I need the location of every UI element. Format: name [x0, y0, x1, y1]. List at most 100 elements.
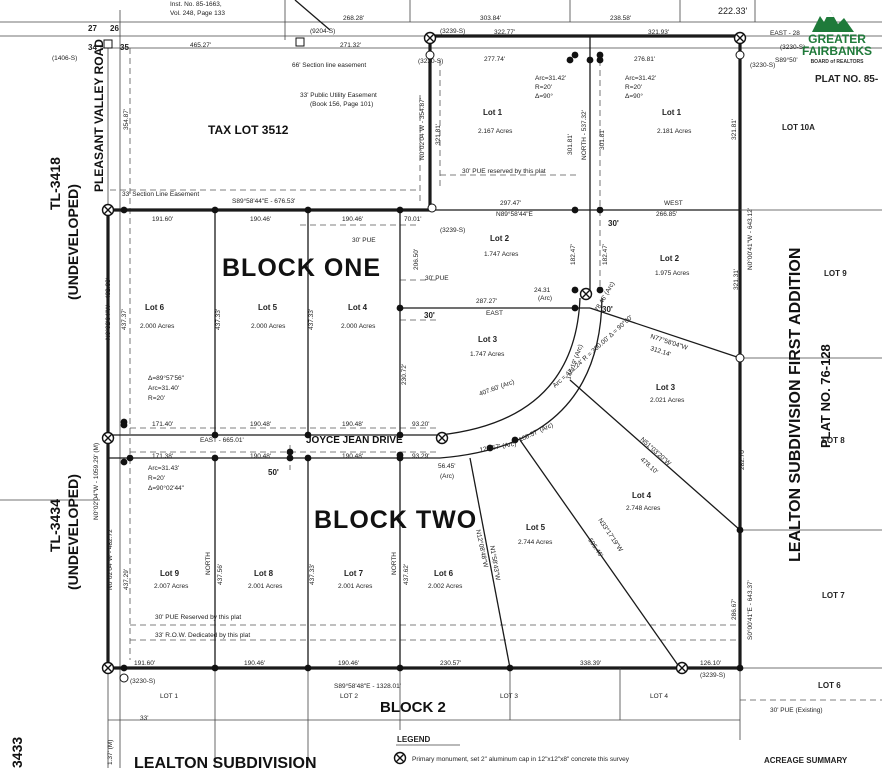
- arc-1: Arc=31.42': [535, 75, 566, 82]
- monument-icon: [423, 31, 437, 45]
- logo-line3: BOARD of REALTORS: [811, 59, 865, 65]
- dist-437f: 437.56': [217, 564, 224, 585]
- n0-643: N0°00'41"W - 643.12': [746, 208, 754, 270]
- survey-pin-icon: [571, 206, 579, 214]
- dist-354: 354.87': [123, 109, 130, 130]
- b2-lot4-acres: 2.748 Acres: [626, 505, 661, 512]
- survey-dots: [120, 51, 744, 672]
- s0-643: S0°00'41"E - 643.37': [746, 580, 754, 640]
- open-monument-icon: [427, 203, 437, 213]
- undeveloped-label-2: (UNDEVELOPED): [65, 474, 81, 590]
- dim-33: 33': [140, 715, 148, 722]
- tl-3418-label: TL-3418: [47, 157, 63, 210]
- survey-pin-icon: [511, 436, 519, 444]
- monument-icon: [101, 431, 115, 445]
- monument-icon: [435, 431, 449, 445]
- corner-34: 34: [88, 43, 97, 52]
- dist-437c: 437.33': [308, 309, 315, 330]
- pue-30b: 30' PUE: [425, 275, 449, 282]
- pleasant-valley-label: PLEASANT VALLEY ROAD: [92, 39, 106, 192]
- survey-pin-icon: [304, 431, 312, 439]
- b2-lot2-acres: 1.975 Acres: [655, 270, 690, 277]
- block-one-label: BLOCK ONE: [222, 254, 381, 282]
- b1-lot3-label: Lot 3: [478, 335, 498, 344]
- greater-fairbanks-logo: GREATER FAIRBANKS BOARD of REALTORS: [794, 2, 880, 66]
- b2-lot3-label: Lot 3: [656, 383, 676, 392]
- n0-354: N0°02'04"W - 354.87': [418, 98, 426, 160]
- survey-pin-icon: [286, 448, 294, 456]
- pue-existing: 30' PUE (Existing): [770, 707, 823, 714]
- ref-3239-b: (3239-S): [440, 227, 465, 234]
- tl-3434-label: TL-3434: [47, 499, 63, 552]
- dist-70: 70.01': [404, 216, 422, 223]
- legend-primary-text: Primary monument, set 2" aluminum cap in…: [412, 756, 630, 763]
- survey-pin-icon: [211, 454, 219, 462]
- survey-pin-icon: [486, 444, 494, 452]
- b2-lot8-acres: 2.001 Acres: [248, 583, 283, 590]
- b2-lot3-acres: 2.021 Acres: [650, 397, 685, 404]
- b2-lot4-label: Lot 4: [632, 491, 652, 500]
- b1-lot5-label: Lot 5: [258, 303, 278, 312]
- dist-108: 108.57' (Arc): [518, 422, 555, 444]
- dist-437a: 437.37': [121, 309, 128, 330]
- bot-lot3: LOT 3: [500, 693, 518, 700]
- survey-pin-icon: [571, 286, 579, 294]
- dist-338: 338.39': [580, 660, 601, 667]
- b1-lot2-label: Lot 2: [490, 234, 510, 243]
- dist-93b: 93.29': [412, 453, 430, 460]
- survey-pin-icon: [506, 664, 514, 672]
- easement-lines: [110, 48, 882, 701]
- bot-lot2: LOT 2: [340, 693, 358, 700]
- arc-24: (Arc): [538, 295, 552, 302]
- west-label: WEST: [664, 200, 683, 207]
- b1-lot4-acres: 2.000 Acres: [341, 323, 376, 330]
- corner-3433-label: 3433: [9, 737, 25, 768]
- lealton-bottom-label: LEALTON SUBDIVISION: [134, 755, 317, 768]
- arc-big: Arc = 471.24' R = 300.00' Δ = 90°00': [551, 313, 634, 389]
- delta-4: Δ=90°02'44": [148, 484, 185, 492]
- dist-182a: 182.47': [570, 244, 577, 265]
- survey-pin-icon: [566, 56, 574, 64]
- b2-lot9-label: Lot 9: [160, 569, 180, 578]
- undeveloped-label-1: (UNDEVELOPED): [65, 184, 81, 300]
- survey-pin-icon: [571, 51, 579, 59]
- b2-lot6-acres: 2.002 Acres: [428, 583, 463, 590]
- dist-206: 206.50': [413, 249, 420, 270]
- monument-icon: [101, 203, 115, 217]
- s89-top: S89°50': [775, 56, 798, 64]
- plat-85-label: PLAT NO. 85-: [815, 74, 878, 85]
- ref-3230-b: (3230-S): [130, 678, 155, 685]
- inst-no: Inst. No. 85-1663,: [170, 1, 222, 8]
- monument-icon: [393, 751, 407, 765]
- ref-1406: (1406-S): [52, 55, 77, 62]
- delta-1: Δ=90°: [535, 92, 553, 100]
- r-2: R=20': [625, 84, 642, 91]
- dim-50: 50': [268, 468, 279, 477]
- open-monument-icon: [425, 50, 435, 60]
- dist-230b: 230.57': [440, 660, 461, 667]
- survey-pin-icon: [304, 206, 312, 214]
- dim-137: 1.37' (M): [107, 740, 114, 765]
- n0-1059: N0°02'04"W - 1059.29' (M): [92, 443, 100, 520]
- r-3: R=20': [148, 395, 165, 402]
- vol-page: Vol. 248, Page 133: [170, 10, 225, 17]
- monument-icon: [101, 661, 115, 675]
- b2-lot8-label: Lot 8: [254, 569, 274, 578]
- dist-301: 301.81': [567, 134, 574, 155]
- dist-301b: 301.81': [599, 129, 606, 150]
- dist-437b: 437.33': [215, 309, 222, 330]
- pue-reserved-top: 30' PUE reserved by this plat: [462, 168, 546, 175]
- row-dedicated: 33' R.O.W. Dedicated by this plat: [155, 632, 250, 639]
- survey-pin-icon: [211, 664, 219, 672]
- dist-478: 478.10': [639, 456, 659, 475]
- dist-190h: 190.46': [338, 660, 359, 667]
- dist-312: 312.14': [649, 345, 671, 358]
- dim-30c: 30': [602, 305, 613, 314]
- dist-321a: 321.81': [435, 124, 442, 145]
- dist-191b: 191.60': [134, 660, 155, 667]
- road-name-label: JOYCE JEAN DRIVE: [306, 435, 403, 446]
- dist-93a: 93.20': [412, 421, 430, 428]
- survey-pin-icon: [596, 56, 604, 64]
